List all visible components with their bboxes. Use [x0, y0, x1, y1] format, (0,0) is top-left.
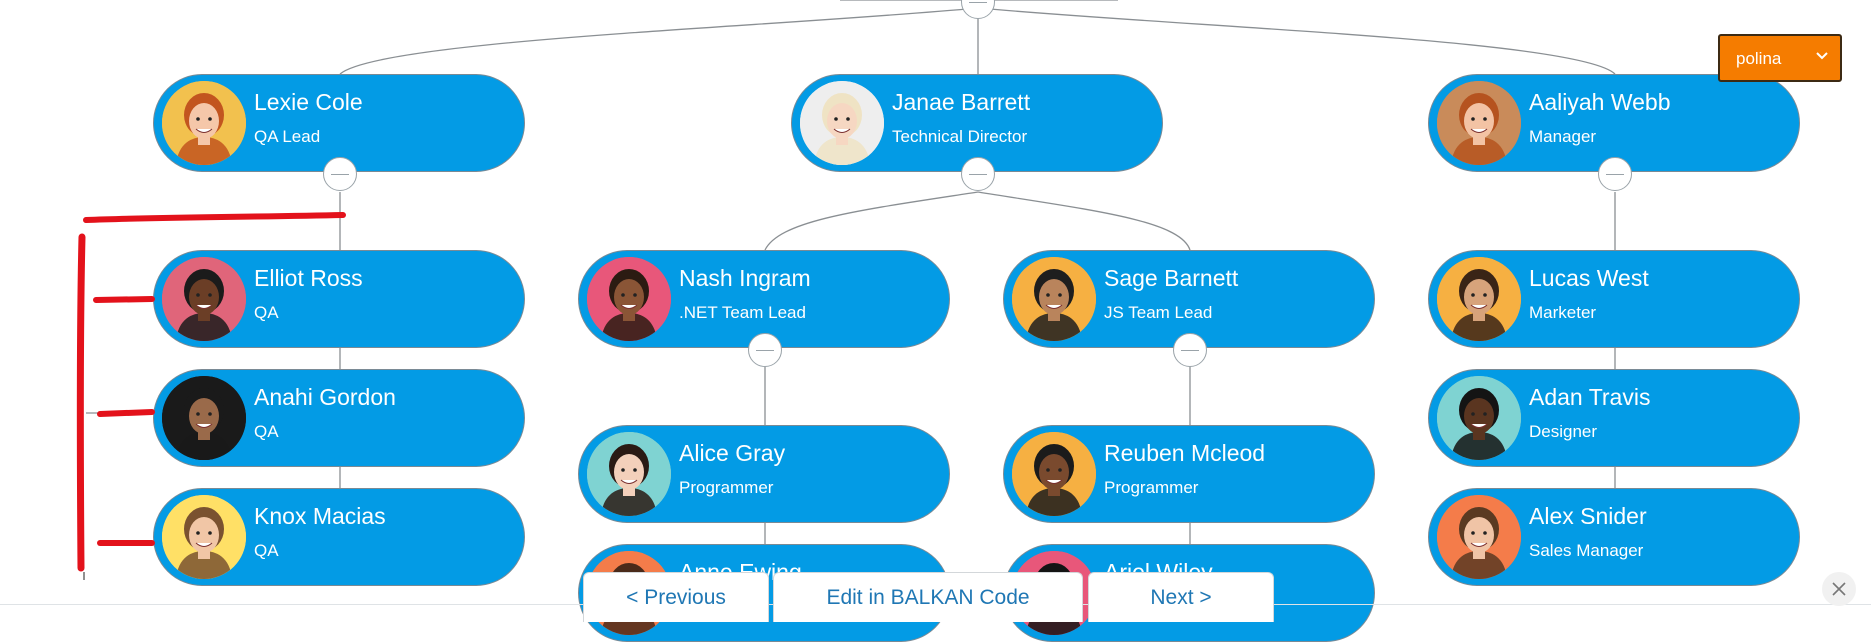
node-lexie-cole[interactable]: Lexie Cole QA Lead [153, 74, 525, 172]
link-root-aaliyah [977, 7, 1616, 75]
node-title: Programmer [1104, 478, 1199, 497]
node-name: Anahi Gordon [254, 384, 396, 410]
node-title: Designer [1529, 422, 1598, 441]
node-name: Alex Snider [1529, 503, 1647, 529]
close-icon [1832, 582, 1846, 596]
node-name: Elliot Ross [254, 265, 363, 291]
node-title: QA [254, 422, 279, 441]
avatar [587, 432, 671, 516]
node-title: QA Lead [254, 127, 321, 146]
node-title: QA [254, 303, 279, 322]
node-sage-barnett[interactable]: Sage Barnett JS Team Lead [1003, 250, 1375, 348]
node-title: JS Team Lead [1104, 303, 1213, 322]
avatar [162, 81, 246, 165]
janae-collapse-toggle[interactable] [961, 157, 995, 191]
edit-in-balkan-code-button[interactable]: Edit in BALKAN Code [773, 572, 1083, 622]
node-reuben-mcleod[interactable]: Reuben Mcleod Programmer [1003, 425, 1375, 523]
node-knox-macias[interactable]: Knox Macias QA [153, 488, 525, 586]
node-name: Lexie Cole [254, 89, 363, 115]
avatar [162, 376, 246, 460]
aaliyah-collapse-toggle[interactable] [1598, 157, 1632, 191]
link-root-lexie [339, 7, 979, 75]
node-name: Lucas West [1529, 265, 1649, 291]
avatar [1437, 257, 1521, 341]
node-name: Knox Macias [254, 503, 386, 529]
node-name: Alice Gray [679, 440, 786, 466]
node-title: .NET Team Lead [679, 303, 806, 322]
node-title: Technical Director [892, 127, 1028, 146]
node-anahi-gordon[interactable]: Anahi Gordon QA [153, 369, 525, 467]
avatar [1437, 495, 1521, 579]
avatar [1012, 257, 1096, 341]
avatar [800, 81, 884, 165]
avatar [587, 257, 671, 341]
link-janae-nash [764, 191, 979, 251]
node-name: Janae Barrett [892, 89, 1031, 115]
avatar [1437, 376, 1521, 460]
node-title: QA [254, 541, 279, 560]
node-alice-gray[interactable]: Alice Gray Programmer [578, 425, 950, 523]
node-nash-ingram[interactable]: Nash Ingram .NET Team Lead [578, 250, 950, 348]
node-name: Nash Ingram [679, 265, 811, 291]
node-lucas-west[interactable]: Lucas West Marketer [1428, 250, 1800, 348]
nash-collapse-toggle[interactable] [748, 333, 782, 367]
next-button[interactable]: Next > [1088, 572, 1274, 622]
user-select-dropdown[interactable]: polina [1718, 34, 1842, 82]
node-title: Sales Manager [1529, 541, 1644, 560]
node-title: Programmer [679, 478, 774, 497]
node-title: Marketer [1529, 303, 1597, 322]
previous-button[interactable]: < Previous [583, 572, 769, 622]
node-janae-barrett[interactable]: Janae Barrett Technical Director [791, 74, 1163, 172]
avatar [1012, 432, 1096, 516]
sage-collapse-toggle[interactable] [1173, 333, 1207, 367]
avatar [162, 257, 246, 341]
node-elliot-ross[interactable]: Elliot Ross QA [153, 250, 525, 348]
chevron-down-icon [1816, 52, 1828, 60]
node-adan-travis[interactable]: Adan Travis Designer [1428, 369, 1800, 467]
close-button[interactable] [1822, 572, 1856, 606]
lexie-collapse-toggle[interactable] [323, 157, 357, 191]
node-name: Aaliyah Webb [1529, 89, 1671, 115]
node-name: Sage Barnett [1104, 265, 1239, 291]
user-select-value: polina [1736, 49, 1782, 68]
node-name: Reuben Mcleod [1104, 440, 1266, 466]
avatar [162, 495, 246, 579]
link-janae-sage [977, 191, 1191, 251]
node-alex-snider[interactable]: Alex Snider Sales Manager [1428, 488, 1800, 586]
node-name: Adan Travis [1529, 384, 1651, 410]
avatar [1437, 81, 1521, 165]
node-title: Manager [1529, 127, 1597, 146]
node-aaliyah-webb[interactable]: Aaliyah Webb Manager [1428, 74, 1800, 172]
